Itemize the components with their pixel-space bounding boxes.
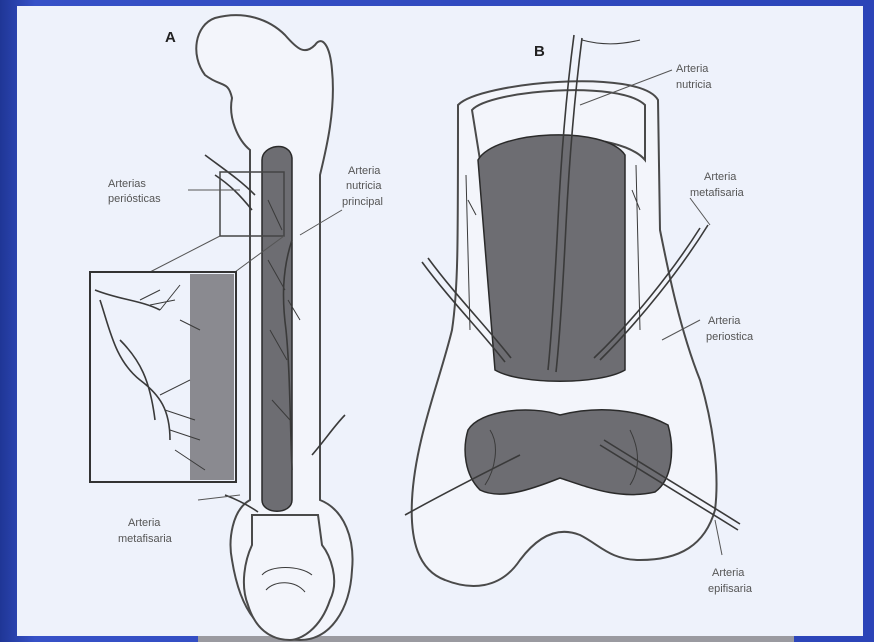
svg-text:metafisaria: metafisaria [118, 533, 173, 545]
svg-text:Arterias: Arterias [108, 178, 146, 190]
svg-text:Arteria: Arteria [708, 315, 741, 327]
svg-text:Arteria: Arteria [704, 171, 737, 183]
panel-b-label: B [534, 43, 545, 60]
panel-a-label: A [165, 29, 176, 46]
label-arteria-nutricia-principal: Arteria nutricia principal [342, 165, 383, 208]
label-arteria-nutricia: Arteria nutricia [676, 63, 712, 91]
distal-femur-section [405, 35, 740, 586]
label-arterias-periosticas: Arterias periósticas [108, 178, 161, 205]
inset-detail [90, 272, 236, 482]
svg-text:Arteria: Arteria [128, 517, 161, 529]
label-arteria-metafisaria-a: Arteria metafisaria [118, 517, 173, 545]
svg-text:periostica: periostica [706, 331, 754, 343]
svg-text:Arteria: Arteria [676, 63, 709, 75]
svg-text:metafisaria: metafisaria [690, 187, 745, 199]
svg-text:principal: principal [342, 196, 383, 208]
label-arteria-epifisaria: Arteria epifisaria [708, 567, 753, 595]
label-arteria-periostica: Arteria periostica [706, 315, 754, 343]
svg-text:nutricia: nutricia [346, 180, 382, 192]
svg-text:Arteria: Arteria [348, 165, 381, 177]
medullary-cavity [262, 146, 292, 511]
svg-text:periósticas: periósticas [108, 193, 161, 205]
svg-text:epifisaria: epifisaria [708, 583, 753, 595]
svg-text:Arteria: Arteria [712, 567, 745, 579]
periosteal-artery-upper [205, 155, 255, 210]
label-arteria-metafisaria-b: Arteria metafisaria [690, 171, 745, 199]
svg-text:nutricia: nutricia [676, 79, 712, 91]
